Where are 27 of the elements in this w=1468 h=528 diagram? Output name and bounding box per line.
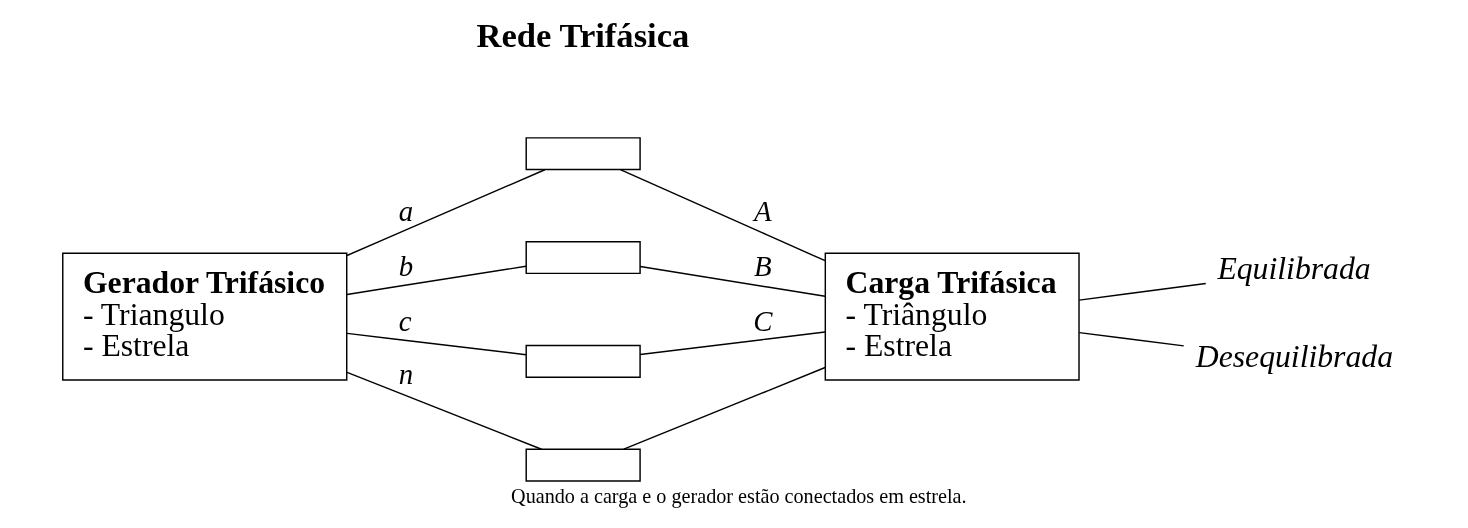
- connector: [1078, 282, 1206, 301]
- node-box: Carga Trifásica - Triângulo - Estrela: [824, 252, 1080, 381]
- node-text: Desequilibrada: [1195, 338, 1393, 374]
- edge-label: a: [398, 195, 413, 228]
- node-box: [525, 240, 641, 275]
- connector: [345, 265, 527, 296]
- label: Rede Trifásica: [475, 16, 689, 55]
- connector: [622, 366, 826, 450]
- edge-label: B: [753, 250, 772, 283]
- connector: [619, 168, 826, 262]
- connector: [1078, 331, 1184, 347]
- edge-label: n: [398, 358, 413, 391]
- edge-label: b: [398, 250, 413, 283]
- node-box: Gerador Trifásico - Triangulo - Estrela: [61, 252, 347, 381]
- node-box: [525, 344, 641, 378]
- node-box: [525, 137, 641, 171]
- edge-label: c: [398, 305, 411, 338]
- connector: [345, 169, 546, 257]
- edge-label: A: [753, 195, 772, 228]
- connector: [345, 332, 527, 356]
- edge-label: C: [752, 305, 772, 338]
- node-box: [525, 448, 641, 482]
- connector: [345, 371, 542, 450]
- connector: [639, 331, 826, 356]
- caption: Quando a carga e o gerador estão conectados em estrela.: [510, 484, 967, 507]
- node-text: Equilibrada: [1216, 250, 1371, 286]
- connector: [639, 265, 826, 298]
